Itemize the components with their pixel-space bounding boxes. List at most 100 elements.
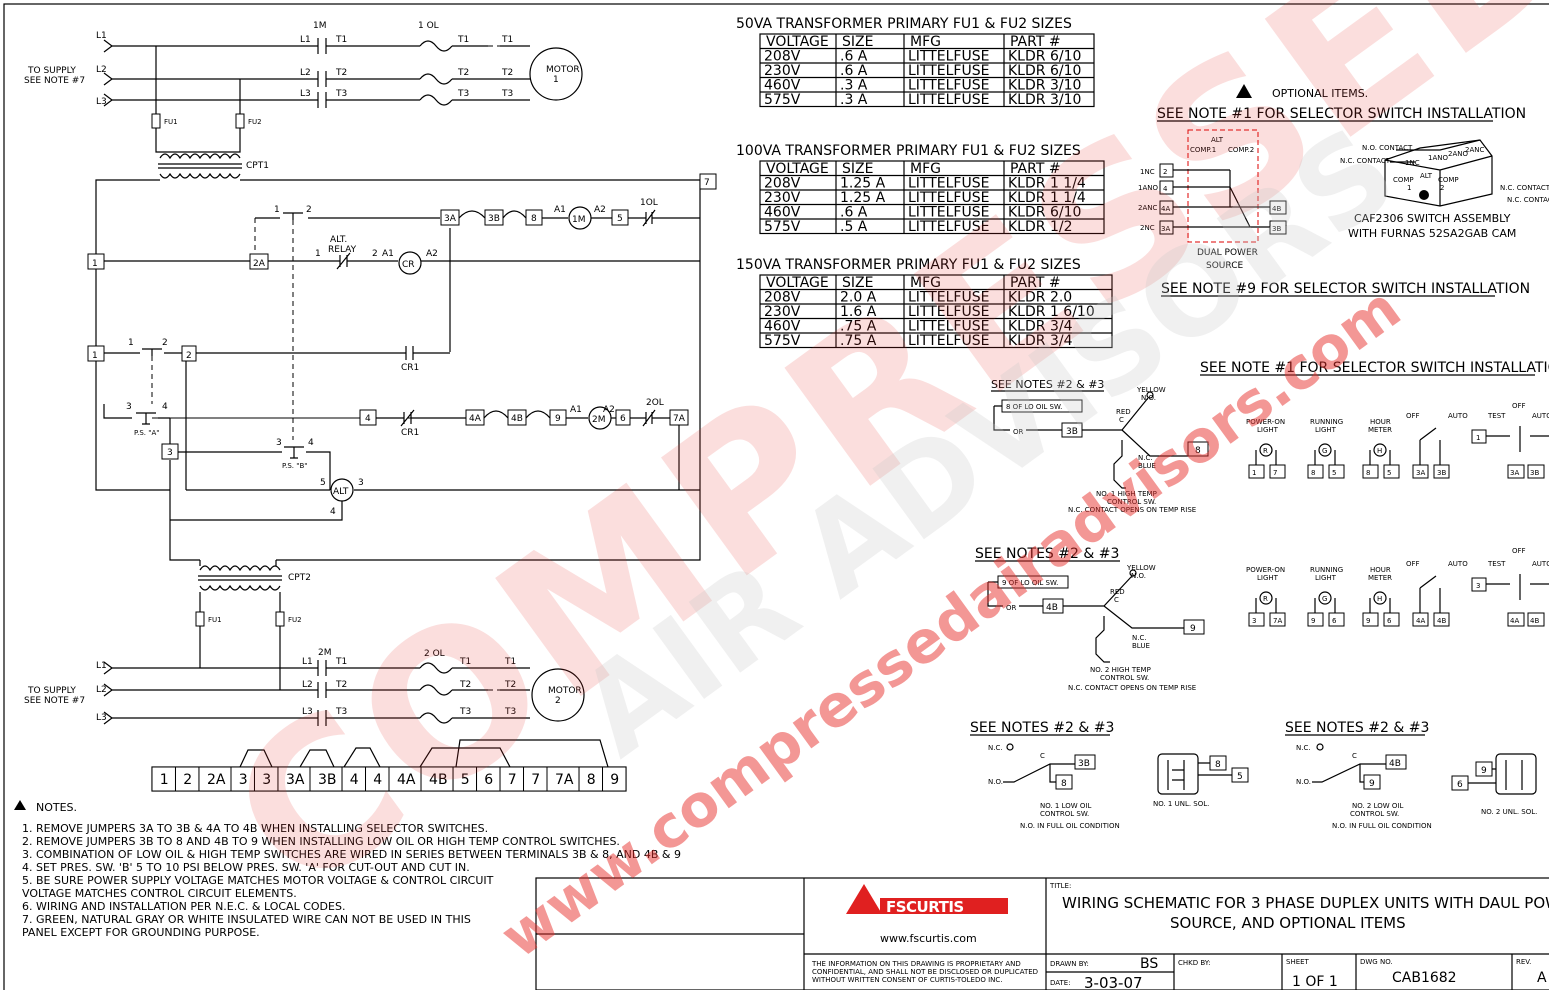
svg-text:3B: 3B <box>488 214 500 224</box>
panel-terminal-label: 5 <box>1387 469 1391 477</box>
drawing-title: WIRING SCHEMATIC FOR 3 PHASE DUPLEX UNIT… <box>1062 894 1549 912</box>
svg-text:6: 6 <box>620 414 626 424</box>
fuse-fu1 <box>151 113 161 129</box>
panel-terminal-label: 8 <box>1366 469 1370 477</box>
svg-text:REV.: REV. <box>1516 958 1531 966</box>
terminal-label: 4A <box>397 772 416 788</box>
svg-text:OR: OR <box>1013 428 1024 436</box>
panel-terminal-label: 7A <box>1273 617 1282 625</box>
svg-text:3-03-07: 3-03-07 <box>1084 974 1143 990</box>
fuse-table-header: MFG <box>910 161 941 177</box>
svg-text:AUTO: AUTO <box>1448 560 1468 568</box>
note-item: PANEL EXCEPT FOR GROUNDING PURPOSE. <box>22 926 260 939</box>
svg-text:1: 1 <box>315 249 321 259</box>
fuse-table-cell: .6 A <box>840 49 868 65</box>
fuse-table-cell: LITTELFUSE <box>908 219 989 235</box>
terminal-cell <box>198 766 232 792</box>
svg-text:H: H <box>1377 447 1382 455</box>
svg-text:BLUE: BLUE <box>1132 642 1150 650</box>
svg-text:1: 1 <box>1407 184 1411 192</box>
svg-text:DATE:: DATE: <box>1050 979 1071 987</box>
website-link[interactable]: www.fscurtis.com <box>880 932 977 945</box>
terminal-label: 3 <box>262 772 271 788</box>
drawing-border <box>3 3 1549 990</box>
svg-text:3: 3 <box>126 402 132 412</box>
svg-text:4: 4 <box>365 414 371 424</box>
fscurtis-logo: FSCURTIS <box>846 884 1008 916</box>
svg-text:N.O. IN FULL OIL CONDITION: N.O. IN FULL OIL CONDITION <box>1332 822 1432 830</box>
fuse-table-cell: KLDR 3/4 <box>1008 319 1073 335</box>
svg-text:DWG NO.: DWG NO. <box>1360 958 1393 966</box>
svg-text:ALT: ALT <box>1211 136 1224 144</box>
svg-text:9 OF LO OIL SW.: 9 OF LO OIL SW. <box>1002 579 1058 587</box>
svg-text:L3: L3 <box>300 89 311 99</box>
indicator-panel-2: POWER-ON LIGHT RUNNING LIGHT HOUR METER … <box>1246 547 1549 627</box>
svg-text:HOUR: HOUR <box>1370 418 1391 426</box>
fuse-table-title: 150VA TRANSFORMER PRIMARY FU1 & FU2 SIZE… <box>736 257 1081 273</box>
fuse-table-cell: .6 A <box>840 63 868 79</box>
fuse-table-header: SIZE <box>842 34 873 50</box>
panel-terminal <box>1412 612 1429 627</box>
svg-text:9: 9 <box>1190 624 1196 634</box>
svg-text:LIGHT: LIGHT <box>1315 426 1337 434</box>
svg-text:NO. 2 UNL. SOL.: NO. 2 UNL. SOL. <box>1481 808 1537 816</box>
terminal-label: 7 <box>531 772 540 788</box>
panel-terminal-label: 3B <box>1437 469 1446 477</box>
svg-text:N.C. CONTACT OPENS ON TEMP RIS: N.C. CONTACT OPENS ON TEMP RISE <box>1068 506 1196 514</box>
terminal-label: 1 <box>160 772 169 788</box>
fuse-table-header: PART # <box>1010 275 1061 291</box>
svg-text:OPTIONAL ITEMS.: OPTIONAL ITEMS. <box>1272 87 1368 100</box>
terminal-label: 6 <box>484 772 493 788</box>
fuse-table-cell: 230V <box>764 190 801 206</box>
panel-terminal-label: 6 <box>1387 617 1392 625</box>
terminal-label: 7 <box>508 772 517 788</box>
fuse-table-cell: LITTELFUSE <box>908 304 989 320</box>
svg-text:A1: A1 <box>382 249 394 259</box>
svg-text:YELLOW: YELLOW <box>1126 564 1156 572</box>
svg-text:L2: L2 <box>96 685 107 695</box>
svg-text:N.C. CONTACT OPENS ON TEMP RIS: N.C. CONTACT OPENS ON TEMP RISE <box>1068 684 1196 692</box>
terminal-label: 2A <box>207 772 226 788</box>
svg-text:3B: 3B <box>1066 427 1078 437</box>
svg-text:1 OF 1: 1 OF 1 <box>1292 974 1338 990</box>
panel-terminal <box>1328 464 1345 479</box>
svg-text:1: 1 <box>1476 434 1480 442</box>
panel-terminal-label: 9 <box>1311 617 1315 625</box>
svg-text:2: 2 <box>555 696 561 706</box>
fuse-table-cell: 208V <box>764 49 801 65</box>
notes: NOTES. 1. REMOVE JUMPERS 3A TO 3B & 4A T… <box>14 800 681 939</box>
fuse-table-cell: 208V <box>764 176 801 192</box>
svg-text:NO. 1 LOW OIL: NO. 1 LOW OIL <box>1040 802 1091 810</box>
svg-text:4A: 4A <box>1510 617 1519 625</box>
svg-text:OFF: OFF <box>1512 547 1526 555</box>
svg-text:TO SUPPLY: TO SUPPLY <box>27 686 76 696</box>
svg-text:2 OL: 2 OL <box>424 649 445 659</box>
svg-text:OFF: OFF <box>1406 560 1420 568</box>
svg-text:FU2: FU2 <box>248 118 262 126</box>
svg-text:N.O.: N.O. <box>1131 572 1146 580</box>
svg-text:CONFIDENTIAL, AND SHALL NOT BE: CONFIDENTIAL, AND SHALL NOT BE DISCLOSED… <box>812 968 1038 976</box>
svg-text:G: G <box>1322 447 1327 455</box>
svg-text:NO. 2 LOW OIL: NO. 2 LOW OIL <box>1352 802 1403 810</box>
svg-text:1ANO: 1ANO <box>1428 154 1448 162</box>
svg-text:P.S. "B": P.S. "B" <box>282 462 308 470</box>
svg-text:CONTROL SW.: CONTROL SW. <box>1100 674 1149 682</box>
svg-text:8 OF LO OIL SW.: 8 OF LO OIL SW. <box>1006 403 1062 411</box>
note-item: 3. COMBINATION OF LOW OIL & HIGH TEMP SW… <box>22 848 681 861</box>
svg-text:3B: 3B <box>1530 469 1539 477</box>
svg-text:8: 8 <box>1061 779 1067 789</box>
fuse-table-cell: 1.25 A <box>840 176 886 192</box>
svg-text:3B: 3B <box>1272 225 1281 233</box>
svg-text:9: 9 <box>1481 766 1487 776</box>
svg-text:NO. 1 UNL. SOL.: NO. 1 UNL. SOL. <box>1153 800 1209 808</box>
fuse-table-cell: 1.25 A <box>840 190 886 206</box>
fuse-table-header: MFG <box>910 34 941 50</box>
svg-text:2M: 2M <box>592 415 606 425</box>
svg-text:SEE NOTES #2 & #3: SEE NOTES #2 & #3 <box>1285 720 1429 736</box>
svg-text:ALT.: ALT. <box>330 235 347 245</box>
svg-text:H: H <box>1377 595 1382 603</box>
notes-heading: NOTES. <box>36 801 77 814</box>
terminal-label: 3A <box>286 772 305 788</box>
svg-text:1: 1 <box>274 205 280 215</box>
terminal-cell <box>388 766 422 792</box>
